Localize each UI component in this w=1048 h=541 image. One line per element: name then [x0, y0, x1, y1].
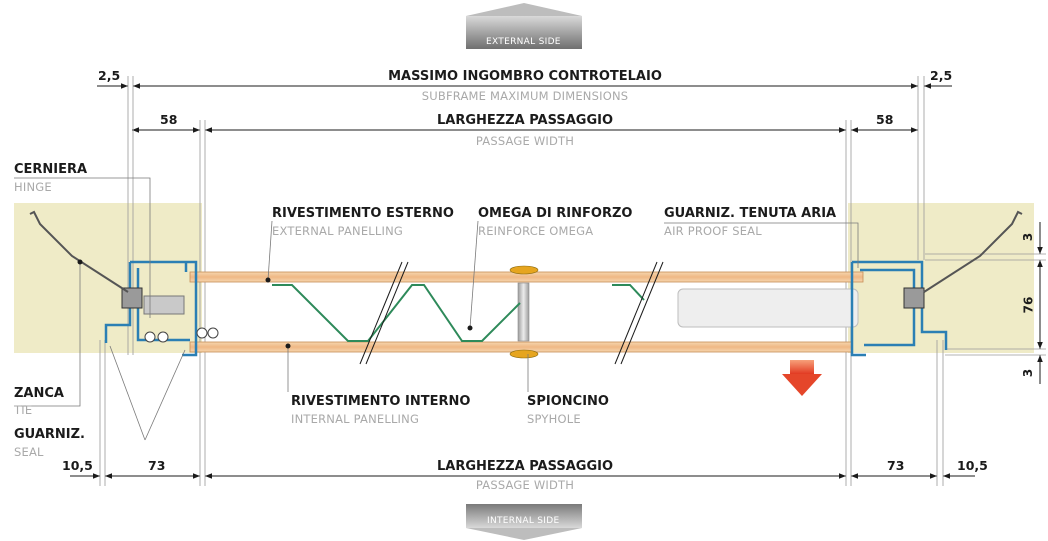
dim-58-left: 58: [160, 112, 178, 127]
external-panelling-sublabel: EXTERNAL PANELLING: [272, 224, 404, 238]
seal-sublabel: SEAL: [14, 445, 44, 459]
tie-right: [923, 210, 1023, 293]
dim-76: 76: [1021, 296, 1036, 314]
passage-subtitle-top: PASSAGE WIDTH: [475, 134, 575, 148]
internal-panelling-sublabel: INTERNAL PANELLING: [291, 412, 420, 426]
dim-10-5-right: 10,5: [957, 458, 988, 473]
hinge-label: CERNIERA: [14, 162, 88, 177]
dim-58-right: 58: [876, 112, 894, 127]
tie-left: [29, 210, 129, 293]
opening-direction-arrow: [782, 360, 822, 396]
passage-subtitle-bottom: PASSAGE WIDTH: [475, 478, 575, 492]
dim-2-5-left: 2,5: [98, 68, 121, 83]
external-panelling-label: RIVESTIMENTO ESTERNO: [272, 206, 454, 221]
reinforce-omega: [272, 284, 521, 342]
hinge-sublabel: HINGE: [14, 180, 52, 194]
dim-73-left: 73: [148, 458, 166, 473]
seal-label: GUARNIZ.: [14, 427, 85, 442]
spyhole: [509, 265, 539, 359]
dim-3-top: 3: [1021, 232, 1036, 242]
wall-right: [848, 203, 1034, 353]
lock-box: [677, 288, 859, 328]
spyhole-label: SPIONCINO: [527, 394, 609, 409]
dim-10-5-left: 10,5: [62, 458, 93, 473]
external-side-label: EXTERNAL SIDE: [486, 37, 561, 47]
internal-side-arrow: [466, 504, 582, 540]
hinge: [121, 287, 219, 343]
subframe-subtitle: SUBFRAME MAXIMUM DIMENSIONS: [421, 89, 629, 103]
omega-label: OMEGA DI RINFORZO: [478, 206, 633, 221]
spyhole-sublabel: SPYHOLE: [527, 412, 581, 426]
air-seal-label: GUARNIZ. TENUTA ARIA: [664, 206, 837, 221]
subframe-title: MASSIMO INGOMBRO CONTROTELAIO: [388, 69, 662, 84]
passage-title-top: LARGHEZZA PASSAGGIO: [436, 113, 614, 128]
internal-panelling-label: RIVESTIMENTO INTERNO: [291, 394, 471, 409]
dim-73-right: 73: [887, 458, 905, 473]
air-seal-sublabel: AIR PROOF SEAL: [664, 224, 762, 238]
tie-label: ZANCA: [14, 386, 64, 401]
internal-side-label: INTERNAL SIDE: [487, 516, 560, 526]
dim-2-5-right: 2,5: [930, 68, 953, 83]
tie-sublabel: TIE: [14, 403, 33, 417]
passage-title-bottom: LARGHEZZA PASSAGGIO: [436, 459, 614, 474]
external-side-arrow: [466, 3, 582, 49]
omega-sublabel: REINFORCE OMEGA: [478, 224, 594, 238]
dim-3-bottom: 3: [1021, 368, 1036, 378]
